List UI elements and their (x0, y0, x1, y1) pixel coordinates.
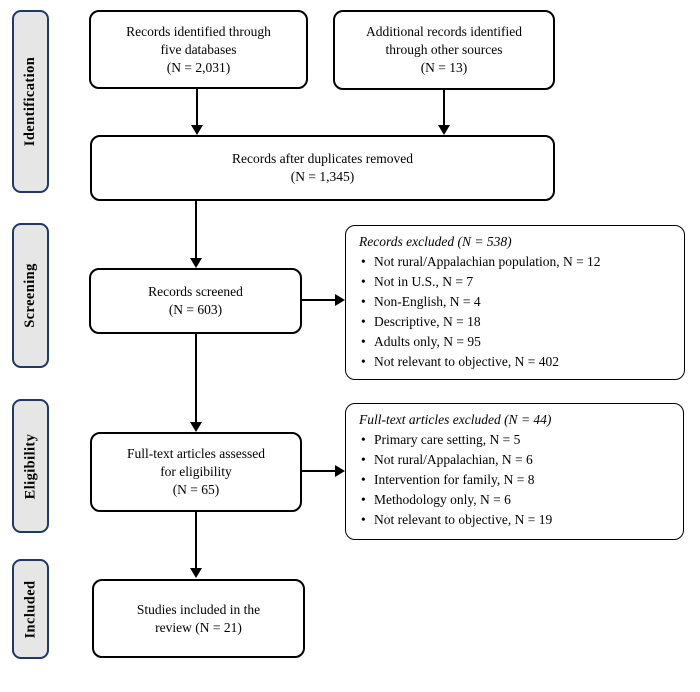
fulltext-excluded-title: Full-text articles excluded (N = 44) (359, 412, 552, 427)
box-records-screened-text: Records screened (N = 603) (148, 284, 243, 317)
arrow-head-down-icon (190, 568, 202, 578)
exclusion-item: Intervention for family, N = 8 (359, 470, 675, 490)
box-records-screened: Records screened (N = 603) (89, 268, 302, 334)
arrow-head-down-icon (438, 125, 450, 135)
exclusion-item: Not rural/Appalachian, N = 6 (359, 450, 675, 470)
arrow-head-down-icon (190, 258, 202, 268)
exclusion-item: Non-English, N = 4 (359, 292, 676, 312)
arrow-line (302, 299, 336, 301)
stage-label-included: Included (12, 559, 49, 659)
exclusion-item: Not rural/Appalachian population, N = 12 (359, 252, 676, 272)
exclusion-item: Descriptive, N = 18 (359, 312, 676, 332)
arrow-line (195, 333, 197, 423)
arrow-head-right-icon (335, 465, 345, 477)
arrow-head-down-icon (190, 422, 202, 432)
arrow-line (443, 89, 445, 126)
box-fulltext-assessed: Full-text articles assessed for eligibil… (90, 432, 302, 512)
records-excluded-list: Not rural/Appalachian population, N = 12… (359, 252, 676, 372)
stage-label-eligibility-text: Eligibility (22, 433, 39, 499)
arrow-line (195, 200, 197, 259)
stage-label-eligibility: Eligibility (12, 399, 49, 533)
stage-label-identification: Identification (12, 10, 49, 193)
box-records-excluded: Records excluded (N = 538) Not rural/App… (345, 225, 685, 380)
arrow-line (196, 88, 198, 126)
box-duplicates-removed: Records after duplicates removed (N = 1,… (90, 135, 555, 201)
arrow-head-down-icon (191, 125, 203, 135)
stage-label-screening: Screening (12, 223, 49, 368)
exclusion-item: Primary care setting, N = 5 (359, 430, 675, 450)
stage-label-included-text: Included (22, 580, 38, 638)
box-records-identified-databases-text: Records identified through five database… (126, 23, 271, 75)
fulltext-excluded-list: Primary care setting, N = 5 Not rural/Ap… (359, 430, 675, 530)
box-studies-included-text: Studies included in the review (N = 21) (136, 601, 261, 635)
box-records-identified-other-sources-text: Additional records identified through ot… (366, 24, 522, 75)
records-excluded-title: Records excluded (N = 538) (359, 234, 512, 249)
exclusion-item: Not in U.S., N = 7 (359, 272, 676, 292)
box-studies-included: Studies included in the review (N = 21) (92, 579, 305, 658)
box-duplicates-removed-text: Records after duplicates removed (N = 1,… (231, 151, 414, 184)
arrow-line (302, 470, 336, 472)
box-fulltext-assessed-text: Full-text articles assessed for eligibil… (127, 446, 265, 497)
exclusion-item: Adults only, N = 95 (359, 332, 676, 352)
box-fulltext-excluded: Full-text articles excluded (N = 44) Pri… (345, 403, 684, 540)
stage-label-screening-text: Screening (22, 263, 38, 328)
exclusion-item: Methodology only, N = 6 (359, 490, 675, 510)
arrow-head-right-icon (335, 294, 345, 306)
box-records-identified-databases: Records identified through five database… (89, 10, 308, 89)
exclusion-item: Not relevant to objective, N = 19 (359, 510, 675, 530)
box-records-identified-other-sources: Additional records identified through ot… (333, 10, 555, 90)
exclusion-item: Not relevant to objective, N = 402 (359, 352, 676, 372)
stage-label-identification-text: Identification (22, 56, 39, 147)
arrow-line (195, 511, 197, 569)
